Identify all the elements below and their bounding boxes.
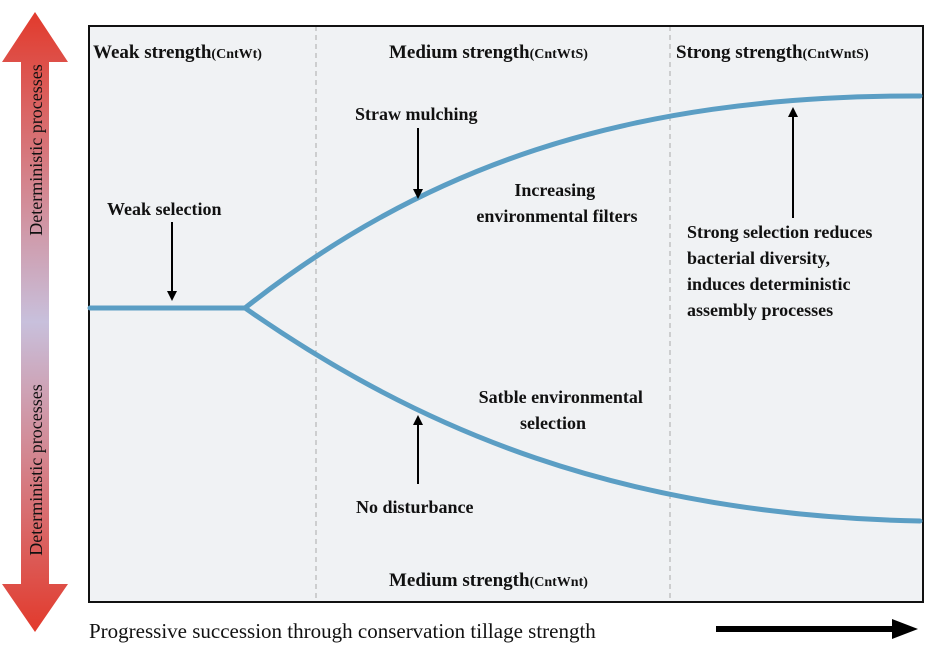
label-weak-selection: Weak selection [107,199,222,219]
x-axis-arrow-head [892,619,918,639]
panel-title-medium-bottom: Medium strength(CntWnt) [389,570,588,591]
curve-upper-branch [242,93,923,311]
panel-title-strong: Strong strength(CntWntS) [676,42,869,63]
panel-title-medium-top: Medium strength(CntWtS) [389,42,588,63]
curve-lower-branch [242,305,923,524]
label-strong-selection: Strong selection reduces bacterial diver… [687,222,877,320]
panel-frame [88,25,924,603]
label-stable-selection: Satble environmental selection [479,387,648,433]
side-label-bottom: Deterministic processes [26,384,46,555]
selection-curves [87,93,923,524]
x-axis-arrow [716,619,918,639]
label-straw-mulching: Straw mulching [355,104,478,124]
label-no-disturbance: No disturbance [356,497,474,517]
panel-title-weak: Weak strength(CntWt) [93,42,262,63]
panel-background [89,26,923,602]
x-axis-label: Progressive succession through conservat… [89,619,596,643]
deterministic-double-arrow: Deterministic processes Deterministic pr… [2,12,68,632]
x-axis-arrow-shaft [716,626,894,632]
side-label-top: Deterministic processes [26,64,46,235]
double-arrow-shape [2,12,68,632]
label-increasing-filters: Increasing environmental filters [476,180,637,226]
